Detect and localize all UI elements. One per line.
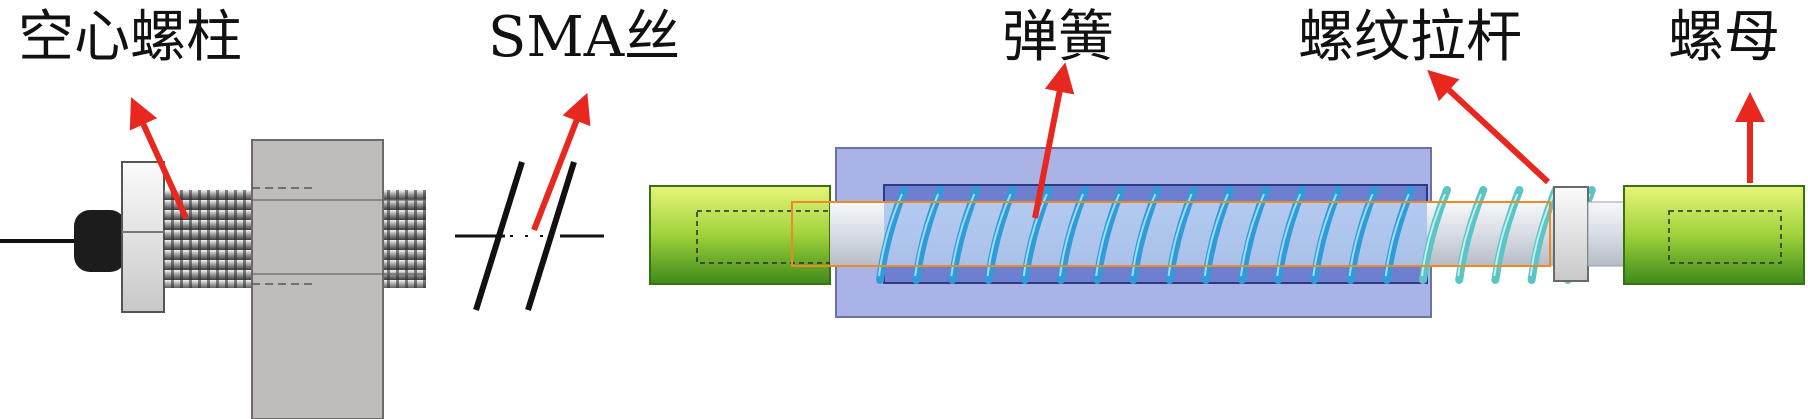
pointer-arrows bbox=[129, 62, 1765, 232]
arrow-hollow-stud bbox=[129, 97, 189, 220]
label-threaded-rod: 螺纹拉杆 bbox=[1298, 5, 1522, 70]
hollow-stud-assembly bbox=[0, 139, 426, 419]
spring-assembly bbox=[649, 147, 1805, 318]
label-sma-wire: SMA丝 bbox=[488, 5, 681, 70]
stud-head bbox=[121, 161, 165, 313]
arrow-sma-wire bbox=[531, 92, 591, 232]
break-symbol bbox=[455, 161, 604, 311]
arrow-threaded-rod bbox=[1427, 69, 1551, 185]
guide-outline bbox=[791, 201, 1551, 267]
nut-end-cap bbox=[1623, 185, 1805, 285]
wire-clamp bbox=[74, 210, 126, 272]
label-hollow-stud: 空心螺柱 bbox=[18, 5, 242, 70]
left-end-cap bbox=[649, 185, 831, 285]
rod-body-inside bbox=[884, 202, 1427, 266]
spring-coils bbox=[876, 186, 1596, 284]
washer bbox=[1553, 186, 1589, 282]
arrow-spring bbox=[1032, 62, 1075, 219]
label-spring: 弹簧 bbox=[1002, 5, 1114, 70]
housing-block bbox=[251, 139, 384, 419]
label-nut: 螺母 bbox=[1668, 5, 1780, 70]
